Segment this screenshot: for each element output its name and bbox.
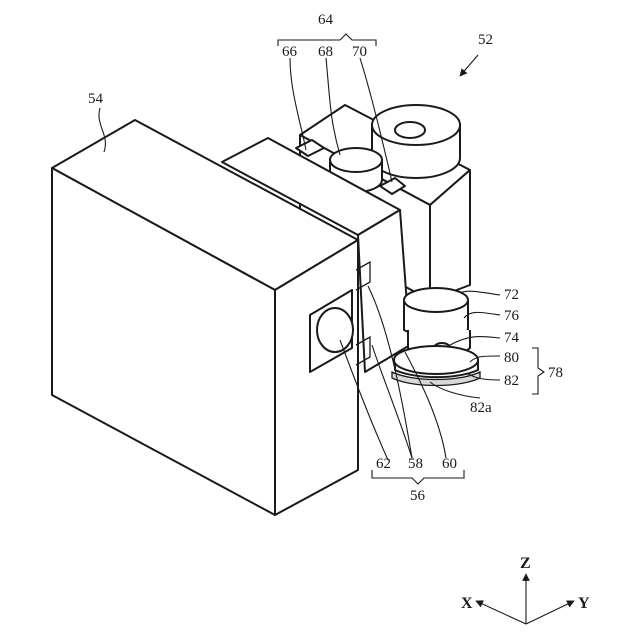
label-72: 72 [504, 287, 519, 303]
label-80: 80 [504, 350, 519, 366]
label-78: 78 [548, 365, 563, 381]
label-66: 66 [282, 44, 298, 60]
coordinate-axes: Z X Y [461, 555, 590, 624]
axis-x-label: X [461, 595, 473, 612]
label-68: 68 [318, 44, 333, 60]
label-64: 64 [318, 12, 334, 28]
label-56: 56 [410, 488, 426, 504]
label-54: 54 [88, 91, 104, 107]
axis-y-label: Y [578, 595, 590, 612]
label-62: 62 [376, 456, 391, 472]
axis-z-label: Z [520, 555, 531, 572]
label-60: 60 [442, 456, 457, 472]
label-82: 82 [504, 373, 519, 389]
label-82a: 82a [470, 400, 492, 416]
label-52: 52 [478, 32, 493, 48]
motor-cylinder [372, 105, 460, 178]
label-58: 58 [408, 456, 423, 472]
label-74: 74 [504, 330, 520, 346]
label-70: 70 [352, 44, 367, 60]
label-76: 76 [504, 308, 520, 324]
